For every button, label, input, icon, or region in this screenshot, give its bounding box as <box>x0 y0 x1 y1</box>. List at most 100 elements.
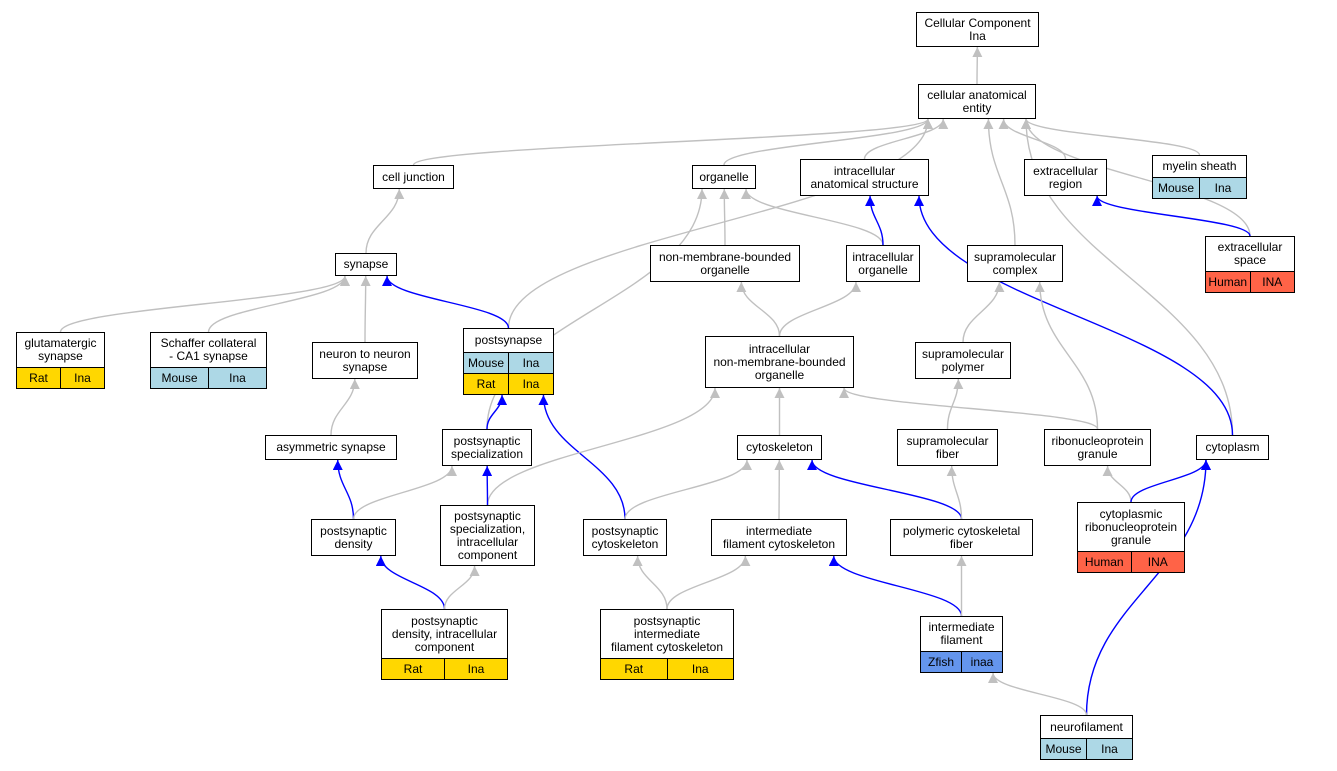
edge-crnp-to-cytoplasm <box>1130 459 1211 503</box>
term-node-pscy[interactable]: postsynaptic cytoskeleton <box>583 519 667 556</box>
edge-nf-to-cytoplasm <box>1085 459 1211 716</box>
annotation-row: Mouse Ina <box>1153 177 1246 198</box>
term-label: ribonucleoprotein granule <box>1051 433 1144 461</box>
edge-pscy-to-ps <box>538 394 626 520</box>
edge-psd-to-pspec <box>352 465 457 520</box>
edge-gs-to-syn <box>59 275 350 333</box>
term-node-psic[interactable]: postsynaptic specialization, intracellul… <box>440 505 535 566</box>
species-cell: Rat <box>29 370 48 385</box>
term-node-inmbo[interactable]: intracellular non-membrane-bounded organ… <box>705 336 854 388</box>
term-label: intracellular non-membrane-bounded organ… <box>713 341 846 382</box>
edge-pscy-to-cyto <box>624 459 752 520</box>
term-label: myelin sheath <box>1162 159 1237 173</box>
annotation-row: Mouse Ina <box>1041 738 1132 759</box>
edge-rnp-to-inmbo <box>839 387 1099 430</box>
term-node-smp[interactable]: supramolecular polymer <box>915 342 1011 379</box>
species-cell: Mouse <box>1157 180 1195 195</box>
term-label: cytoskeleton <box>746 440 813 454</box>
term-label: postsynaptic specialization <box>450 433 524 461</box>
edge-es-to-cae <box>1021 118 1251 237</box>
term-node-smf[interactable]: supramolecular fiber <box>897 429 998 466</box>
term-node-psd[interactable]: postsynaptic density <box>311 519 396 556</box>
edge-org-to-cae <box>723 118 933 166</box>
term-node-cj[interactable]: cell junction <box>373 165 454 189</box>
term-node-er[interactable]: extracellular region <box>1024 159 1107 196</box>
term-node-pspec[interactable]: postsynaptic specialization <box>442 429 532 466</box>
term-node-ifc[interactable]: intermediate filament cytoskeleton <box>711 519 847 556</box>
gene-cell: Ina <box>1199 178 1246 198</box>
species-cell: Rat <box>476 376 496 391</box>
edge-as-to-nns <box>330 378 360 436</box>
species-cell: Rat <box>624 661 644 676</box>
edge-nf-to-if <box>988 672 1088 716</box>
term-node-nmbo[interactable]: non-membrane-bounded organelle <box>650 245 800 282</box>
term-label: cytoplasm <box>1205 440 1260 454</box>
edge-inmbo-to-nmbo <box>736 281 781 337</box>
term-node-syn[interactable]: synapse <box>335 253 397 276</box>
term-label: extracellular space <box>1217 240 1283 267</box>
gene-cell: Ina <box>444 659 507 679</box>
term-label: polymeric cytoskeletal fiber <box>902 523 1021 551</box>
term-label: supramolecular fiber <box>906 433 989 461</box>
term-node-nns[interactable]: neuron to neuron synapse <box>312 342 418 379</box>
edge-io-to-ias <box>865 195 884 246</box>
edge-if-to-ifc <box>828 555 963 617</box>
edge-smc-to-cae <box>983 118 1016 246</box>
term-label: postsynaptic density <box>320 523 387 551</box>
term-label: non-membrane-bounded organelle <box>658 249 792 277</box>
term-label: cellular anatomical entity <box>927 87 1027 115</box>
edge-io-to-org <box>741 188 884 246</box>
term-label: intermediate filament cytoskeleton <box>722 523 836 551</box>
species-cell: Mouse <box>1045 741 1082 756</box>
term-label: postsynaptic density, intracellular comp… <box>391 613 498 654</box>
term-node-psdic[interactable]: postsynaptic density, intracellular comp… <box>381 609 508 680</box>
edge-psdic-to-psic <box>443 565 480 610</box>
term-node-cytoplasm[interactable]: cytoplasm <box>1196 435 1269 460</box>
species-cell: Human <box>1084 554 1124 569</box>
edge-syn-to-cj <box>365 188 405 254</box>
edge-nns-to-syn <box>360 275 371 343</box>
gene-cell: Ina <box>60 368 104 388</box>
term-node-cyto[interactable]: cytoskeleton <box>737 435 822 460</box>
term-node-ias[interactable]: intracellular anatomical structure <box>800 159 929 196</box>
edge-pcf-to-smf <box>946 465 963 520</box>
term-label: intracellular anatomical structure <box>810 163 919 191</box>
term-label: intermediate filament <box>928 620 995 647</box>
gene-cell: Ina <box>1086 739 1132 759</box>
term-node-as[interactable]: asymmetric synapse <box>265 435 397 460</box>
term-node-cc[interactable]: Cellular Component Ina <box>916 12 1039 47</box>
term-label: glutamatergic synapse <box>24 336 97 363</box>
term-node-org[interactable]: organelle <box>692 165 756 189</box>
edge-crnp-to-rnp <box>1102 465 1132 503</box>
term-node-cae[interactable]: cellular anatomical entity <box>918 84 1036 119</box>
edge-pcf-to-cyto <box>807 459 963 520</box>
term-node-io[interactable]: intracellular organelle <box>846 245 920 282</box>
term-node-pcf[interactable]: polymeric cytoskeletal fiber <box>890 519 1033 556</box>
edge-sc-to-syn <box>207 275 350 333</box>
species-cell: Mouse <box>161 370 198 385</box>
annotation-row: Rat Ina <box>382 658 507 679</box>
term-label: postsynapse <box>474 333 543 347</box>
gene-cell: Ina <box>508 353 553 373</box>
term-label: cell junction <box>382 169 445 184</box>
term-node-psifc[interactable]: postsynaptic intermediate filament cytos… <box>600 609 734 680</box>
term-node-smc[interactable]: supramolecular complex <box>967 245 1063 282</box>
species-cell: Rat <box>403 661 423 676</box>
term-label: asymmetric synapse <box>276 440 386 454</box>
term-node-rnp[interactable]: ribonucleoprotein granule <box>1044 429 1151 466</box>
edge-es-to-er <box>1092 195 1251 237</box>
